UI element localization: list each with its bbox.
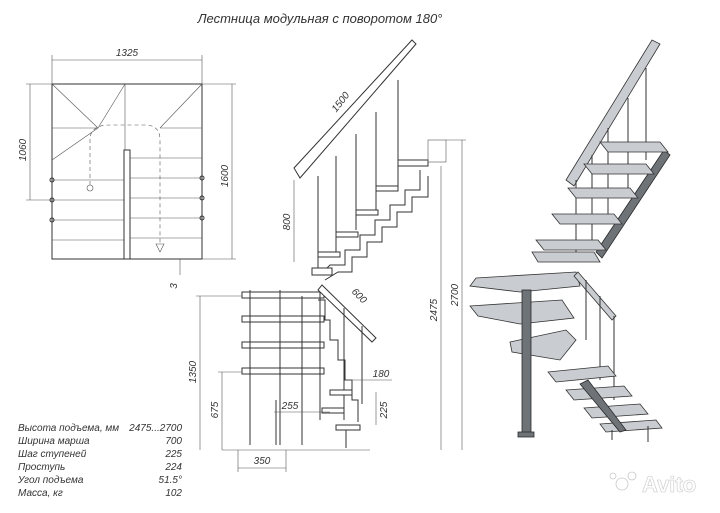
- side-elevation: 1500 800 600 2475 2700 1350 675 180 255 …: [188, 39, 466, 472]
- dim-lower-rail: 600: [349, 286, 369, 306]
- perspective-view: [469, 39, 671, 442]
- spec-label: Ширина марша: [18, 436, 90, 447]
- dim-rail-height: 800: [282, 213, 293, 230]
- spec-label: Масса, кг: [18, 488, 63, 499]
- dim-mid-height: 675: [210, 401, 221, 418]
- dim-step-rise: 225: [379, 401, 390, 419]
- spec-value: 102: [165, 488, 182, 499]
- spec-label: Угол подъема: [17, 475, 84, 486]
- spec-value: 51.5°: [159, 475, 182, 486]
- spec-label: Высота подъема, мм: [18, 423, 119, 434]
- dim-plan-width: 1325: [116, 48, 139, 59]
- spec-table: Высота подъема, мм 2475...2700 Ширина ма…: [17, 423, 182, 499]
- drawing-title: Лестница модульная с поворотом 180°: [197, 11, 443, 26]
- dim-plan-depth: 1060: [18, 138, 29, 161]
- dim-total-height: 2475: [429, 298, 440, 322]
- spec-label: Проступь: [18, 462, 65, 473]
- spec-value: 225: [164, 449, 182, 460]
- watermark: Avito: [609, 471, 696, 497]
- lower-handrail: [317, 284, 377, 343]
- spec-value: 224: [164, 462, 182, 473]
- dim-step-depth: 180: [373, 369, 390, 380]
- spec-label: Шаг ступеней: [18, 449, 87, 460]
- dim-max-height: 2700: [450, 283, 461, 307]
- avito-logo-icon: [615, 477, 629, 491]
- spec-value: 2475...2700: [128, 423, 182, 434]
- dim-platform-height: 1350: [188, 360, 199, 383]
- dim-top-step: 3: [169, 283, 180, 289]
- upper-handrail: [293, 39, 417, 179]
- dim-step-going: 255: [281, 401, 299, 412]
- plan-view: 1325 1060 1600 3: [18, 48, 236, 289]
- spec-value: 700: [165, 436, 182, 447]
- dim-bottom-offset: 350: [254, 456, 271, 467]
- watermark-text: Avito: [642, 472, 696, 497]
- dim-plan-side: 1600: [220, 164, 231, 187]
